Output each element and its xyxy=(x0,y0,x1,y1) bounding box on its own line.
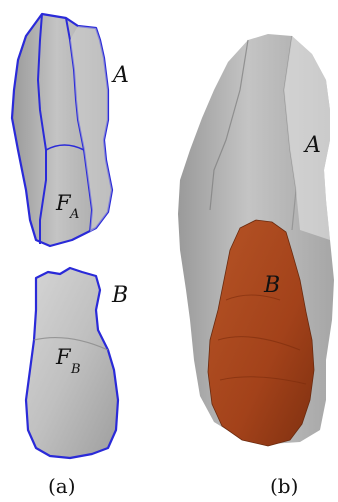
label-b-left: B xyxy=(111,283,128,308)
caption-a: (a) xyxy=(48,474,76,498)
label-a-right: A xyxy=(303,133,321,158)
label-fb-sub-left: B xyxy=(70,362,81,377)
label-a-left: A xyxy=(111,63,129,88)
caption-b: (b) xyxy=(270,474,298,498)
label-fb-left: F xyxy=(55,345,72,369)
panel-b: A B (b) xyxy=(178,34,334,498)
panel-a: A F A B F B (a) xyxy=(12,14,129,498)
label-b-right: B xyxy=(263,273,280,298)
label-fa-sub-left: A xyxy=(69,207,79,222)
